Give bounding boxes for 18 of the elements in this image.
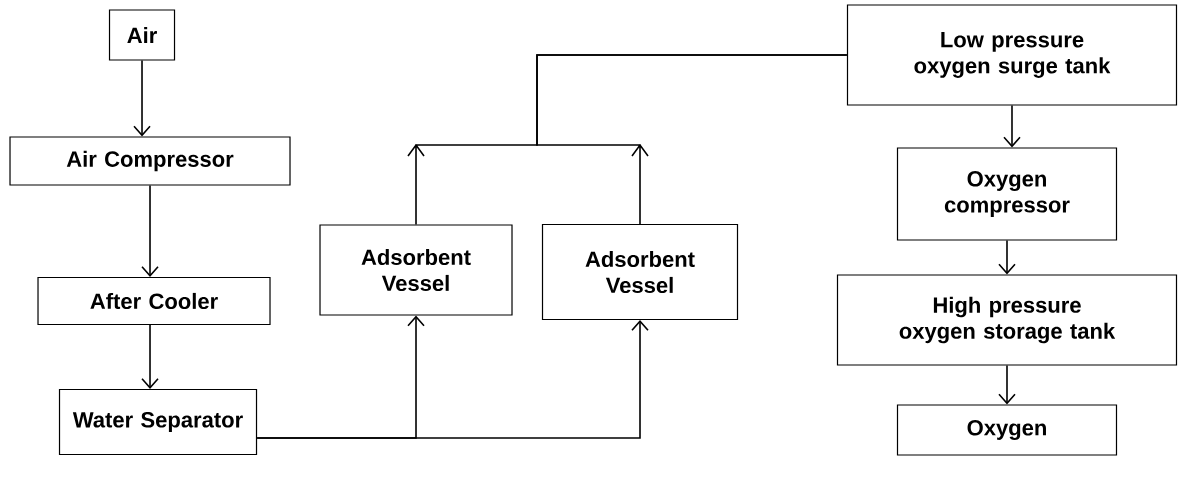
arrow: [998, 239, 1016, 275]
arrow: [141, 324, 159, 389]
process-box: Air Compressor: [9, 136, 291, 186]
process-box: Low pressure oxygen surge tank: [846, 4, 1178, 106]
arrow: [1003, 104, 1021, 148]
arrow: [141, 184, 159, 277]
process-box: Adsorbent Vessel: [319, 224, 513, 316]
process-box: Adsorbent Vessel: [541, 223, 739, 321]
arrow: [998, 364, 1016, 405]
process-box: Air: [108, 9, 176, 61]
process-box: After Cooler: [37, 276, 271, 326]
arrow: [536, 54, 848, 225]
process-box: High pressure oxygen storage tank: [836, 274, 1178, 366]
process-box: Water Separator: [58, 388, 258, 456]
process-box: Oxygen: [896, 404, 1118, 456]
arrow: [256, 320, 649, 439]
arrow: [133, 59, 151, 137]
process-box: Oxygen compressor: [896, 147, 1118, 241]
